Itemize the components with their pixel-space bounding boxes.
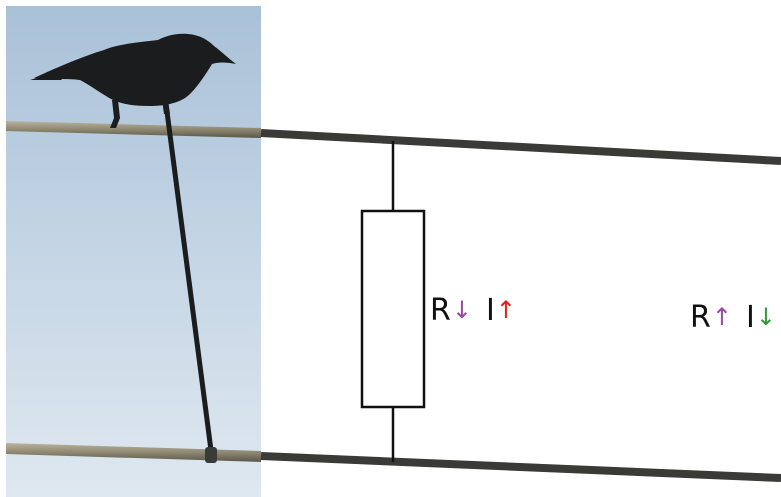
resistance-symbol: R	[430, 293, 451, 328]
current-up-arrow-icon: ↑	[495, 296, 516, 324]
photo-wires	[6, 121, 261, 462]
resistor-icon	[360, 209, 426, 409]
resistor-branch	[360, 141, 426, 462]
resistance-symbol: R	[690, 300, 711, 335]
top-wire	[260, 129, 781, 165]
bird-lead-wire	[163, 103, 215, 459]
label-bird: R↑ I↓	[690, 303, 776, 333]
current-symbol: I	[745, 300, 755, 335]
label-branch: R↓ I↑	[430, 296, 516, 326]
resistance-up-arrow-icon: ↑	[711, 303, 732, 331]
current-symbol: I	[485, 293, 495, 328]
bottom-wire	[260, 452, 781, 482]
current-down-arrow-icon: ↓	[755, 303, 776, 331]
resistance-down-arrow-icon: ↓	[451, 296, 472, 324]
